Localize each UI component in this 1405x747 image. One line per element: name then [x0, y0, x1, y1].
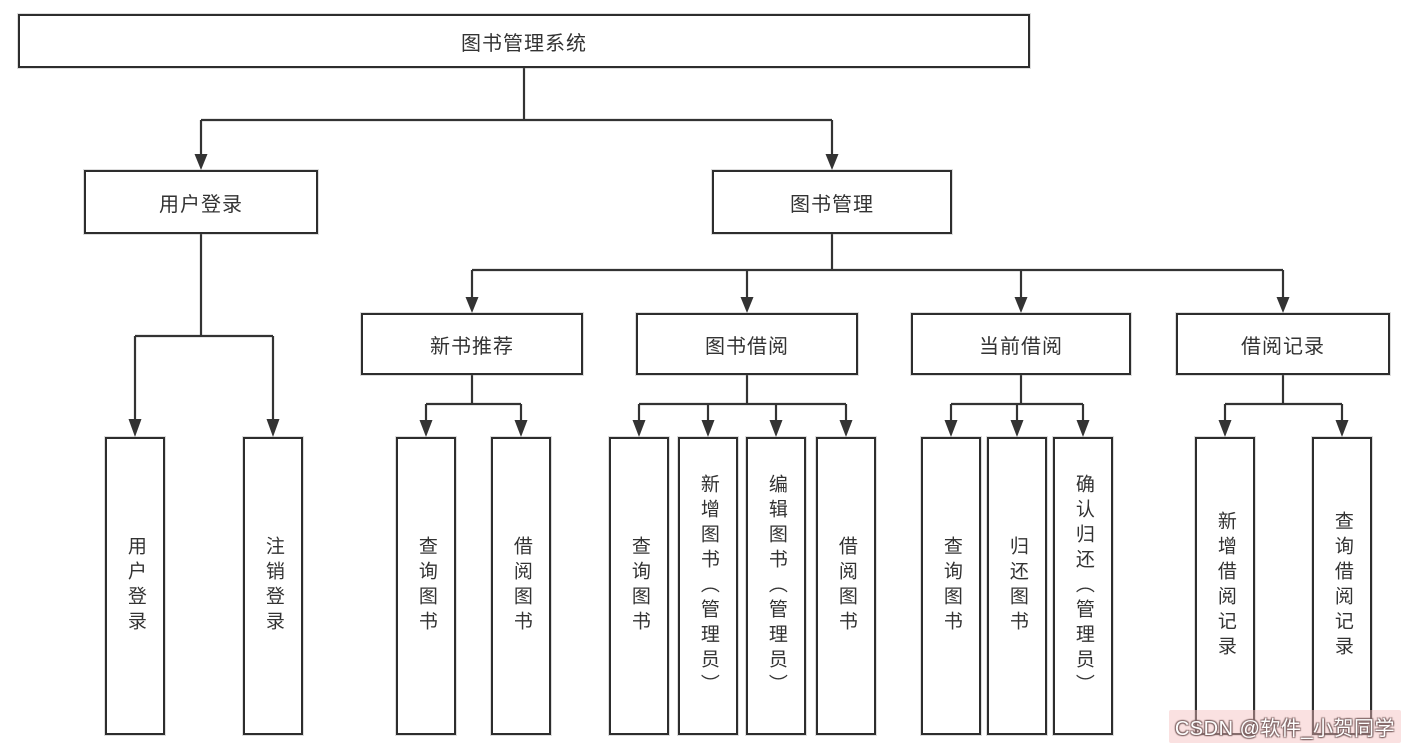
arrowhead-down	[128, 419, 142, 437]
arrowhead-down	[825, 154, 839, 170]
arrowhead-down	[1335, 420, 1349, 437]
leaf-borrow-books-recommend: 借阅图书	[491, 437, 551, 735]
leaf-query-books-current: 查询图书	[921, 437, 981, 735]
arrowhead-down	[839, 420, 853, 437]
leaf-borrow-books-borrowing-label: 借阅图书	[835, 536, 857, 636]
leaf-logout-login-label: 注销登录	[262, 536, 284, 636]
node-user-login: 用户登录	[84, 170, 318, 234]
arrowhead-down	[769, 420, 783, 437]
arrowhead-down	[419, 420, 433, 437]
leaf-add-borrow-record: 新增借阅记录	[1195, 437, 1255, 735]
arrowhead-down	[740, 297, 754, 313]
leaf-query-books-recommend-label: 查询图书	[415, 536, 437, 636]
arrowhead-down	[1076, 420, 1090, 437]
arrowhead-down	[194, 154, 208, 170]
node-book-management-label: 图书管理	[790, 193, 874, 216]
leaf-confirm-return-admin: 确认归还（管理员）	[1053, 437, 1113, 735]
leaf-query-books-borrowing-label: 查询图书	[628, 536, 650, 636]
leaf-edit-books-admin-label: 编辑图书（管理员）	[765, 473, 787, 699]
leaf-query-books-current-label: 查询图书	[940, 536, 962, 636]
leaf-return-books-label: 归还图书	[1006, 536, 1028, 636]
leaf-query-borrow-record: 查询借阅记录	[1312, 437, 1372, 735]
arrowhead-down	[944, 420, 958, 437]
leaf-return-books: 归还图书	[987, 437, 1047, 735]
arrowhead-down	[1218, 420, 1232, 437]
node-book-management: 图书管理	[712, 170, 952, 234]
node-user-login-label: 用户登录	[159, 193, 243, 216]
leaf-user-login: 用户登录	[105, 437, 165, 735]
leaf-query-books-borrowing: 查询图书	[609, 437, 669, 735]
node-book-borrowing-label: 图书借阅	[705, 335, 789, 358]
arrowhead-down	[701, 420, 715, 437]
arrowheads	[128, 154, 1349, 437]
leaf-query-borrow-record-label: 查询借阅记录	[1331, 511, 1353, 661]
leaf-confirm-return-admin-label: 确认归还（管理员）	[1072, 473, 1094, 699]
arrowhead-down	[1014, 297, 1028, 313]
node-book-borrowing: 图书借阅	[636, 313, 858, 375]
arrowhead-down	[632, 420, 646, 437]
arrowhead-down	[514, 420, 528, 437]
arrowhead-down	[1010, 420, 1024, 437]
leaf-query-books-recommend: 查询图书	[396, 437, 456, 735]
arrowhead-down	[1276, 297, 1290, 313]
node-library-management-system-label: 图书管理系统	[461, 32, 587, 55]
arrowhead-down	[465, 297, 479, 313]
leaf-edit-books-admin: 编辑图书（管理员）	[746, 437, 806, 735]
leaf-logout-login: 注销登录	[243, 437, 303, 735]
node-new-book-recommendation-label: 新书推荐	[430, 335, 514, 358]
leaf-user-login-label: 用户登录	[124, 536, 146, 636]
node-borrowing-records-label: 借阅记录	[1241, 335, 1325, 358]
leaf-add-books-admin-label: 新增图书（管理员）	[697, 473, 719, 699]
leaf-add-books-admin: 新增图书（管理员）	[678, 437, 738, 735]
leaf-add-borrow-record-label: 新增借阅记录	[1214, 511, 1236, 661]
node-borrowing-records: 借阅记录	[1176, 313, 1390, 375]
leaf-borrow-books-borrowing: 借阅图书	[816, 437, 876, 735]
csdn-watermark: CSDN @软件_小贺同学	[1168, 710, 1401, 743]
node-current-borrowing: 当前借阅	[911, 313, 1131, 375]
node-current-borrowing-label: 当前借阅	[979, 335, 1063, 358]
arrowhead-down	[266, 419, 280, 437]
leaf-borrow-books-recommend-label: 借阅图书	[510, 536, 532, 636]
node-library-management-system: 图书管理系统	[18, 14, 1030, 68]
node-new-book-recommendation: 新书推荐	[361, 313, 583, 375]
